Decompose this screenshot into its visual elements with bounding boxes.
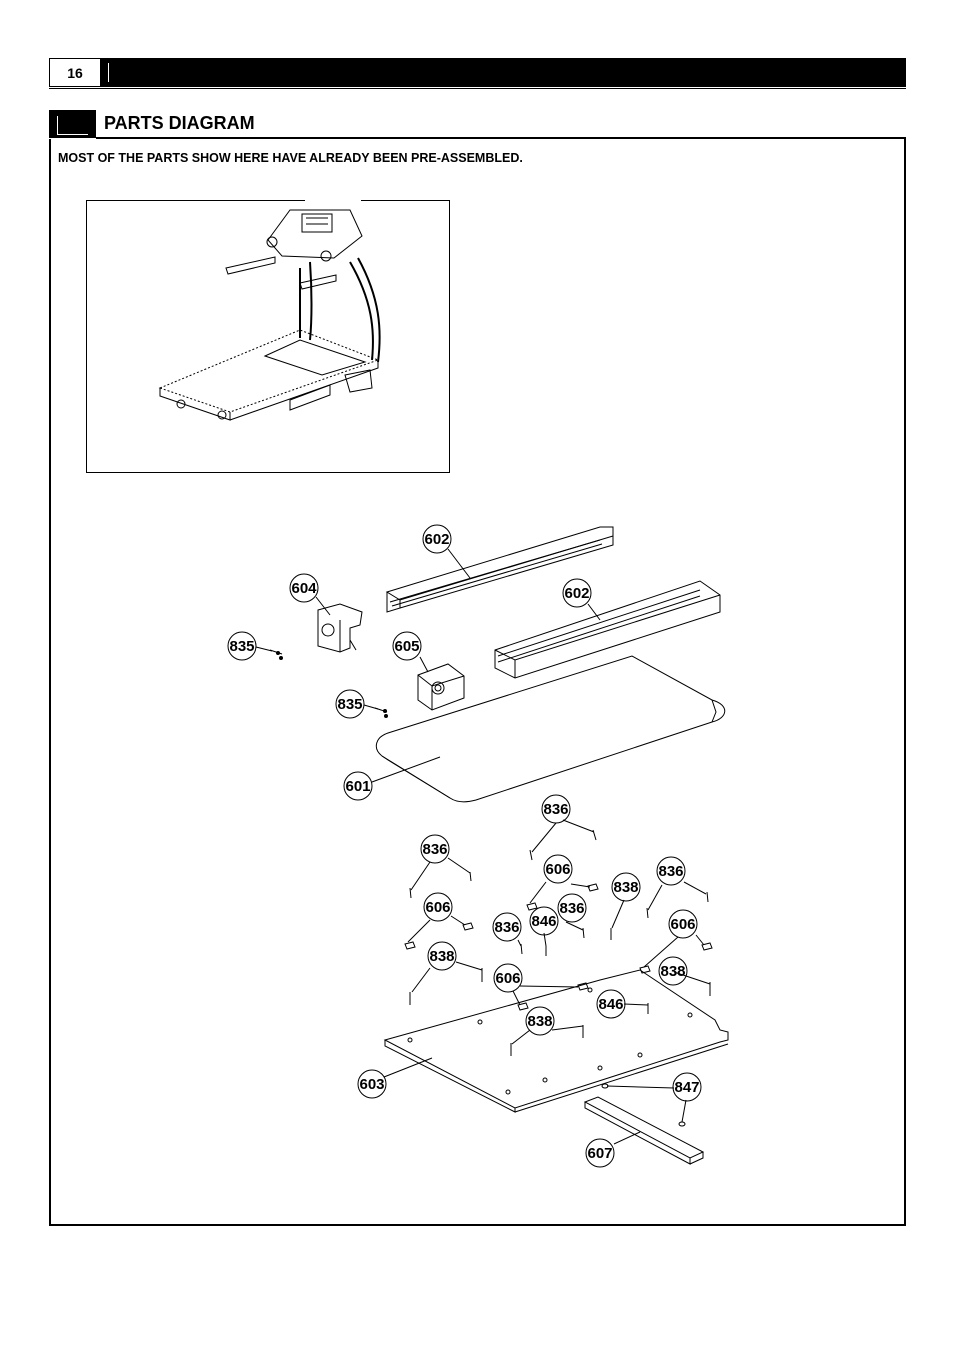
callout-847: 847 xyxy=(672,1072,702,1102)
callout-836b: 836 xyxy=(420,834,450,864)
callout-838d-label: 838 xyxy=(527,1013,552,1030)
callout-846b-label: 846 xyxy=(598,996,623,1013)
header-bar xyxy=(49,58,906,87)
callout-603-label: 603 xyxy=(359,1076,384,1093)
callout-846b: 846 xyxy=(596,989,626,1019)
callout-838c: 838 xyxy=(658,956,688,986)
callout-838c-label: 838 xyxy=(660,963,685,980)
leader-lines xyxy=(255,548,711,1145)
callout-836e: 836 xyxy=(492,912,522,942)
callout-606a: 606 xyxy=(543,854,573,884)
callout-835b: 835 xyxy=(335,689,365,719)
callout-605: 605 xyxy=(392,631,422,661)
callout-603: 603 xyxy=(357,1069,387,1099)
callout-606b-label: 606 xyxy=(425,899,450,916)
callout-601: 601 xyxy=(343,771,373,801)
callout-606c-label: 606 xyxy=(670,916,695,933)
callout-847-label: 847 xyxy=(674,1079,699,1096)
section-rule xyxy=(96,137,906,139)
callout-836a: 836 xyxy=(541,794,571,824)
part-602-rail-upper xyxy=(385,526,614,613)
pre-assembled-note: MOST OF THE PARTS SHOW HERE HAVE ALREADY… xyxy=(58,151,523,165)
callout-838a: 838 xyxy=(611,872,641,902)
callout-836c: 836 xyxy=(656,856,686,886)
callout-836c-label: 836 xyxy=(658,863,683,880)
callout-836b-label: 836 xyxy=(422,841,447,858)
callout-602a: 602 xyxy=(422,524,452,554)
part-602-rail-lower xyxy=(494,580,721,679)
callout-835b-label: 835 xyxy=(337,696,362,713)
callout-846a-label: 846 xyxy=(531,913,556,930)
callout-602a-label: 602 xyxy=(424,531,449,548)
part-603-base-plate xyxy=(383,969,729,1113)
callout-605-label: 605 xyxy=(394,638,419,655)
callout-836d: 836 xyxy=(557,893,587,923)
callout-606d-label: 606 xyxy=(495,970,520,987)
callout-838d: 838 xyxy=(525,1006,555,1036)
callout-606d: 606 xyxy=(493,963,523,993)
callout-607-label: 607 xyxy=(587,1145,612,1162)
header-divider xyxy=(108,63,109,82)
part-835-screws xyxy=(269,649,388,718)
callout-836e-label: 836 xyxy=(494,919,519,936)
callout-606b: 606 xyxy=(423,892,453,922)
callout-838b: 838 xyxy=(427,941,457,971)
callout-602b: 602 xyxy=(562,578,592,608)
callout-601-label: 601 xyxy=(345,778,370,795)
callouts: 602 604 602 835 605 835 601 836 836 606 … xyxy=(227,524,702,1168)
callout-838a-label: 838 xyxy=(613,879,638,896)
callout-607: 607 xyxy=(585,1138,615,1168)
section-tab-mark xyxy=(57,116,88,135)
treadmill-illustration xyxy=(158,209,381,421)
callout-606a-label: 606 xyxy=(545,861,570,878)
page-number: 16 xyxy=(49,58,101,87)
callout-604-label: 604 xyxy=(291,580,317,597)
content-frame xyxy=(49,139,906,1226)
part-605-motor-cover xyxy=(417,663,465,711)
callout-602b-label: 602 xyxy=(564,585,589,602)
callout-836a-label: 836 xyxy=(543,801,568,818)
callout-835a: 835 xyxy=(227,631,257,661)
callout-838b-label: 838 xyxy=(429,948,454,965)
section-tab xyxy=(49,110,96,138)
callout-606c: 606 xyxy=(668,909,698,939)
callout-835a-label: 835 xyxy=(229,638,254,655)
part-604-end-cap xyxy=(317,603,363,653)
header-rule xyxy=(49,88,906,89)
callout-836d-label: 836 xyxy=(559,900,584,917)
part-607-support-bar xyxy=(583,1096,705,1165)
callout-846a: 846 xyxy=(529,906,559,936)
section-title: PARTS DIAGRAM xyxy=(104,113,255,133)
callout-604: 604 xyxy=(289,573,319,603)
part-601-running-belt xyxy=(375,655,726,803)
